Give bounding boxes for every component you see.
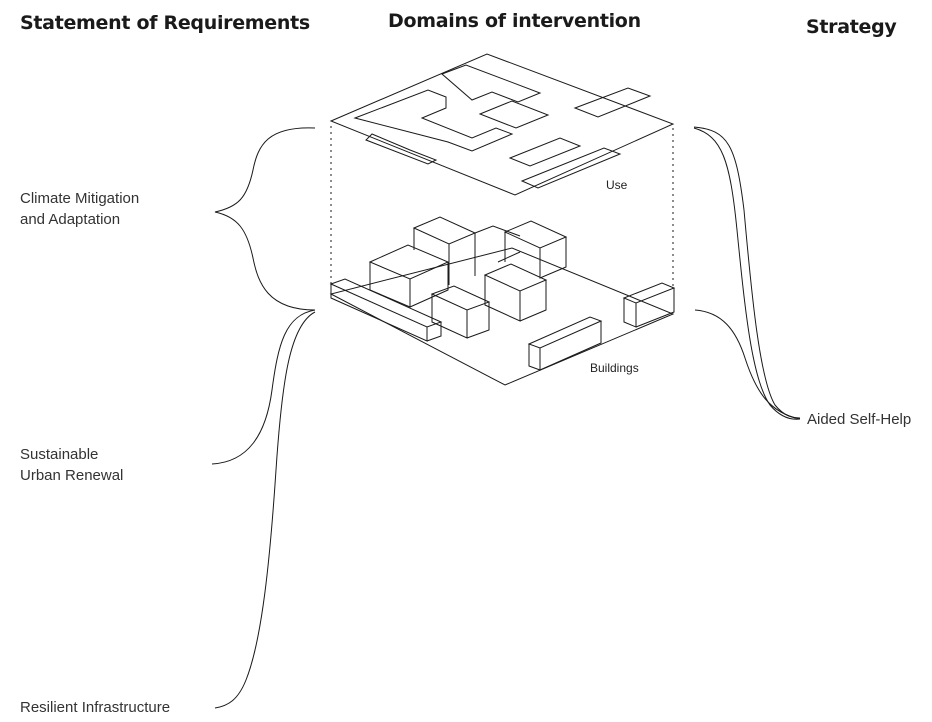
use-road-2 (441, 64, 542, 103)
building-slab-2 (527, 316, 603, 371)
building-tower-1 (368, 244, 450, 308)
use-road-1 (353, 89, 514, 152)
requirement-climate-line2: and Adaptation (20, 211, 121, 228)
connector-strategy-buildings (694, 309, 801, 420)
use-block-a (478, 100, 550, 129)
connector-strategy-use-2 (693, 127, 801, 420)
requirement-infrastructure: Resilient Infrastructure (20, 699, 171, 716)
connector-renewal (211, 309, 316, 465)
layer-buildings (329, 216, 676, 386)
use-road-3 (508, 137, 582, 167)
layer-label-use: Use (606, 178, 628, 192)
strategy-aided-self-help: Aided Self-Help (807, 411, 912, 428)
building-block-6 (622, 282, 676, 328)
use-road-6 (365, 133, 438, 165)
building-tower-3 (503, 220, 568, 279)
brace-climate (214, 127, 316, 311)
layer-label-buildings: Buildings (590, 361, 639, 375)
connector-strategy-use (693, 126, 801, 419)
requirement-renewal: Sustainable Urban Renewal (20, 444, 123, 486)
header-domains-of-intervention: Domains of intervention (388, 10, 641, 32)
requirement-renewal-line2: Urban Renewal (20, 467, 124, 484)
buildings-plane-outline (329, 247, 675, 386)
requirement-climate: Climate Mitigation and Adaptation (20, 188, 139, 230)
use-plane-outline (329, 53, 675, 196)
building-block-4 (430, 285, 491, 339)
use-road-4 (520, 147, 622, 189)
header-strategy: Strategy (806, 16, 897, 38)
layer-use (329, 53, 675, 196)
header-statement-of-requirements: Statement of Requirements (20, 12, 310, 34)
building-slab-1 (329, 278, 443, 342)
building-block-5 (483, 263, 548, 322)
requirement-climate-line1: Climate Mitigation (20, 190, 140, 207)
building-block-7 (474, 225, 521, 263)
connector-infrastructure (214, 311, 316, 709)
use-road-5 (573, 87, 652, 118)
requirement-renewal-line1: Sustainable (20, 446, 99, 463)
